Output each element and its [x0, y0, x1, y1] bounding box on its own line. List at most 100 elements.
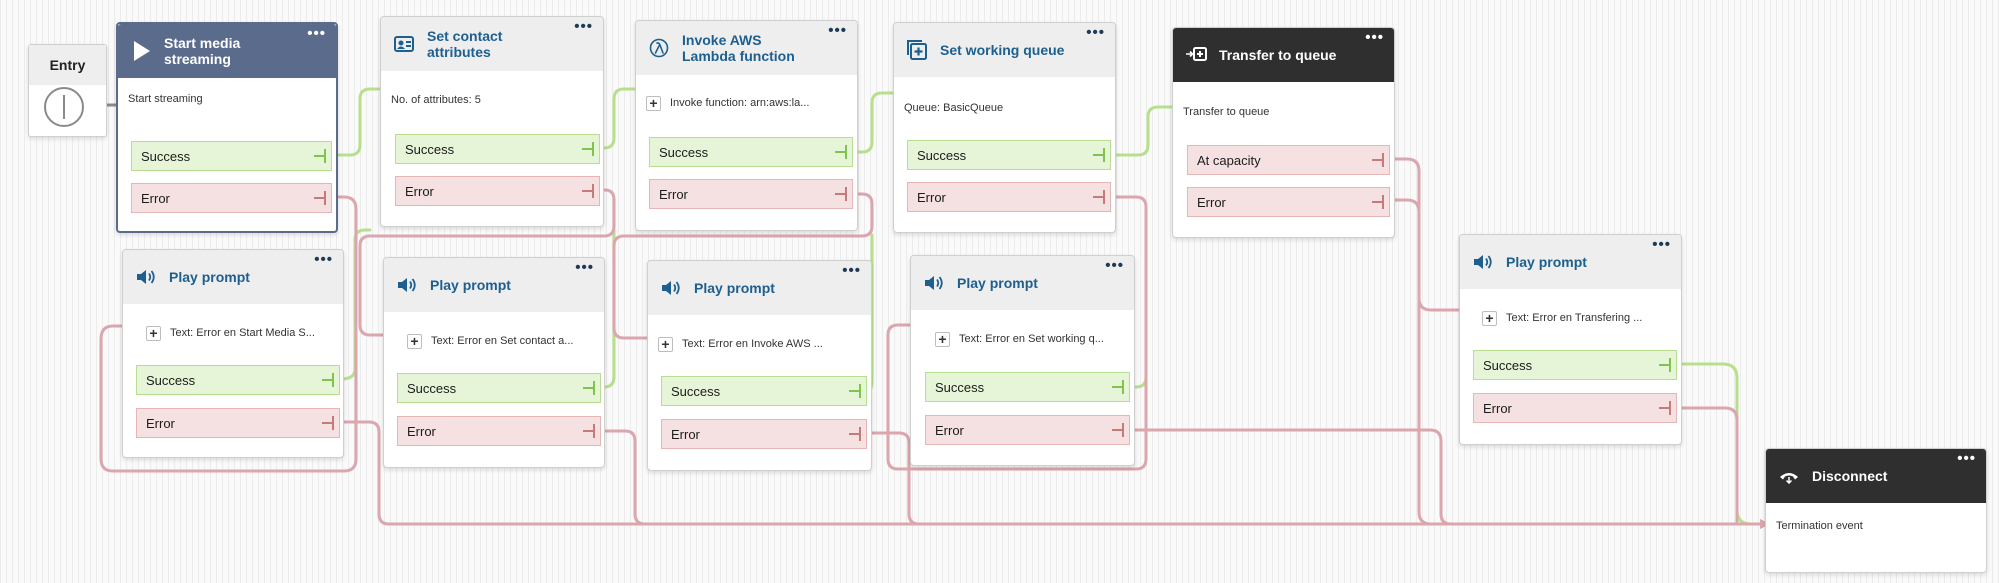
expand-plus-icon[interactable]: + — [146, 325, 161, 341]
block-title: Start media streaming — [164, 35, 241, 67]
block-header: Play prompt ••• — [1460, 235, 1681, 289]
more-options-icon[interactable]: ••• — [314, 251, 333, 268]
description-text: Text: Error en Invoke AWS ... — [682, 338, 823, 350]
connector-port[interactable] — [1093, 190, 1105, 204]
connector-port[interactable] — [322, 416, 334, 430]
block-title: Play prompt — [694, 280, 775, 296]
connector-play5-error — [1675, 406, 1739, 526]
phone-hangup-icon — [1778, 465, 1800, 487]
connector-port[interactable] — [582, 184, 594, 198]
block-play-prompt-1[interactable]: Play prompt ••• +Text: Error en Start Me… — [122, 249, 344, 458]
expand-plus-icon[interactable]: + — [646, 95, 661, 111]
branch-error[interactable]: Error — [661, 419, 867, 449]
connector-port[interactable] — [1112, 380, 1124, 394]
more-options-icon[interactable]: ••• — [1652, 236, 1671, 253]
block-play-prompt-3[interactable]: Play prompt ••• + Text: Error en Invoke A… — [647, 260, 872, 471]
more-options-icon[interactable]: ••• — [1105, 257, 1124, 274]
connector-port[interactable] — [1093, 148, 1105, 162]
block-description: + Text: Error en Invoke AWS ... — [648, 329, 871, 359]
branch-success[interactable]: Success — [925, 372, 1130, 402]
branch-success[interactable]: Success — [907, 140, 1111, 170]
more-options-icon[interactable]: ••• — [842, 262, 861, 279]
branch-error[interactable]: Error — [925, 415, 1130, 445]
branch-error[interactable]: Error — [131, 183, 332, 213]
branch-label: Success — [146, 372, 196, 388]
entry-start-icon[interactable] — [44, 87, 84, 127]
expand-plus-icon[interactable]: + — [1482, 310, 1497, 326]
more-options-icon[interactable]: ••• — [1086, 24, 1105, 41]
block-disconnect[interactable]: Disconnect ••• Termination event — [1765, 448, 1987, 573]
connector-port[interactable] — [849, 384, 861, 398]
branch-success[interactable]: Success — [661, 376, 867, 406]
more-options-icon[interactable]: ••• — [575, 259, 594, 276]
connector-port[interactable] — [582, 142, 594, 156]
expand-plus-icon[interactable]: + — [658, 336, 673, 352]
speaker-icon — [660, 277, 682, 299]
play-triangle-icon — [130, 40, 152, 62]
block-invoke-aws-lambda[interactable]: Invoke AWS Lambda function ••• +Invoke f… — [635, 20, 858, 231]
branch-success[interactable]: Success — [1473, 350, 1677, 380]
branch-label: Success — [659, 144, 709, 160]
connector-port[interactable] — [849, 427, 861, 441]
connector-port[interactable] — [835, 145, 847, 159]
block-play-prompt-4[interactable]: Play prompt ••• +Text: Error en Set work… — [910, 255, 1135, 466]
more-options-icon[interactable]: ••• — [307, 25, 326, 42]
block-description: Termination event — [1776, 520, 1863, 532]
branch-success[interactable]: Success — [131, 141, 332, 171]
branch-error[interactable]: Error — [397, 416, 601, 446]
block-title: Play prompt — [1506, 254, 1587, 270]
connector-port[interactable] — [1372, 153, 1384, 167]
connector-port[interactable] — [1372, 195, 1384, 209]
branch-error[interactable]: Error — [907, 182, 1111, 212]
block-start-media-streaming[interactable]: Start media streaming ••• Start streamin… — [116, 22, 338, 233]
branch-error[interactable]: Error — [395, 176, 600, 206]
branch-label: Success — [407, 380, 457, 396]
block-description: No. of attributes: 5 — [391, 94, 481, 106]
block-header: Set contact attributes ••• — [381, 17, 603, 71]
connector-port[interactable] — [314, 191, 326, 205]
block-set-working-queue[interactable]: Set working queue ••• Queue: BasicQueue … — [893, 22, 1116, 233]
connector-port[interactable] — [1112, 423, 1124, 437]
connector-port[interactable] — [583, 381, 595, 395]
branch-success[interactable]: Success — [136, 365, 340, 395]
more-options-icon[interactable]: ••• — [1957, 450, 1976, 467]
branch-label: Success — [405, 141, 455, 157]
description-text: Text: Error en Start Media S... — [170, 327, 315, 339]
connector-port[interactable] — [835, 187, 847, 201]
branch-error[interactable]: Error — [649, 179, 853, 209]
branch-success[interactable]: Success — [395, 134, 600, 164]
block-play-prompt-2[interactable]: Play prompt ••• +Text: Error en Set cont… — [383, 257, 605, 468]
connector-port[interactable] — [314, 149, 326, 163]
speaker-icon — [1472, 251, 1494, 273]
branch-error[interactable]: Error — [1473, 393, 1677, 423]
speaker-icon — [396, 274, 418, 296]
connector-port[interactable] — [583, 424, 595, 438]
block-transfer-to-queue[interactable]: Transfer to queue ••• Transfer to queue … — [1172, 27, 1395, 238]
branch-success[interactable]: Success — [397, 373, 601, 403]
connector-port[interactable] — [1659, 358, 1671, 372]
block-title: Play prompt — [957, 275, 1038, 291]
branch-success[interactable]: Success — [649, 137, 853, 167]
block-play-prompt-5[interactable]: Play prompt ••• +Text: Error en Transfer… — [1459, 234, 1682, 445]
more-options-icon[interactable]: ••• — [1365, 29, 1384, 46]
entry-block[interactable]: Entry — [28, 44, 107, 137]
block-description: + Text: Error en Set contact a... — [384, 326, 604, 356]
block-description: + Text: Error en Start Media S... — [123, 318, 343, 348]
connector-play5-success — [1675, 362, 1770, 529]
branch-error[interactable]: Error — [136, 408, 340, 438]
block-header: Disconnect ••• — [1766, 449, 1986, 503]
branch-at-capacity[interactable]: At capacity — [1187, 145, 1390, 175]
block-set-contact-attributes[interactable]: Set contact attributes ••• No. of attrib… — [380, 16, 604, 227]
branch-label: Error — [1483, 400, 1512, 416]
connector-port[interactable] — [1659, 401, 1671, 415]
branch-label: At capacity — [1197, 152, 1261, 168]
more-options-icon[interactable]: ••• — [828, 22, 847, 39]
entry-title: Entry — [29, 45, 106, 85]
connector-port[interactable] — [322, 373, 334, 387]
description-text: Text: Error en Set contact a... — [431, 335, 574, 347]
branch-error[interactable]: Error — [1187, 187, 1390, 217]
expand-plus-icon[interactable]: + — [407, 333, 422, 349]
block-title: Set contact attributes — [427, 28, 503, 60]
more-options-icon[interactable]: ••• — [574, 18, 593, 35]
expand-plus-icon[interactable]: + — [935, 331, 950, 347]
